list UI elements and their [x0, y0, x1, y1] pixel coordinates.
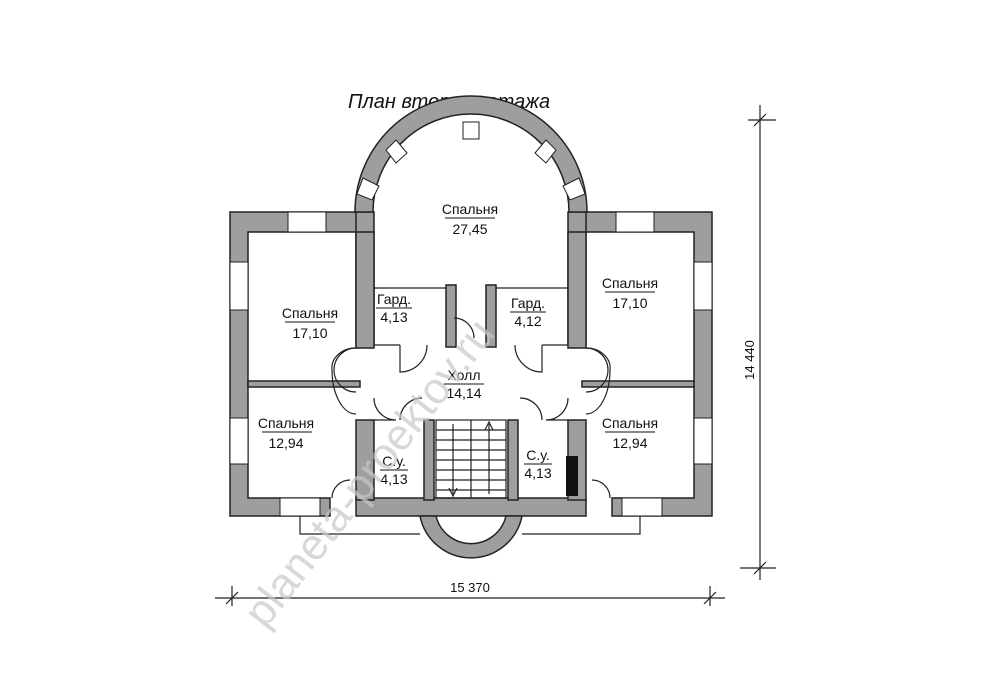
- room-name: Спальня: [282, 305, 338, 321]
- room-area: 4,13: [524, 465, 551, 481]
- vent-shaft: [566, 456, 578, 496]
- room-name: Гард.: [511, 295, 545, 311]
- room-wardrobe-right: Гард. 4,12: [510, 295, 546, 329]
- lower-central-wall: [355, 497, 587, 517]
- room-bedroom-right-lower: Спальня 12,94: [602, 415, 658, 451]
- dimension-height: [740, 105, 776, 580]
- room-area: 17,10: [292, 325, 327, 341]
- door-swings: [331, 317, 611, 499]
- right-wing-wall: [579, 211, 713, 517]
- room-bedroom-left-upper: Спальня 17,10: [282, 305, 338, 341]
- room-area: 12,94: [612, 435, 647, 451]
- hall-bulges: [331, 347, 611, 415]
- room-area: 4,13: [380, 471, 407, 487]
- stair-bay-wall: [419, 515, 523, 559]
- room-name: Спальня: [602, 275, 658, 291]
- wardrobe-outlines: [374, 287, 568, 346]
- room-labels: Спальня 27,45 Спальня 17,10 Спальня 17,1…: [258, 201, 658, 487]
- room-bedroom-right-upper: Спальня 17,10: [602, 275, 658, 311]
- room-name: Спальня: [442, 201, 498, 217]
- room-area: 27,45: [452, 221, 487, 237]
- room-bedroom-bay: Спальня 27,45: [442, 201, 498, 237]
- balconies: [299, 516, 641, 535]
- room-area: 12,94: [268, 435, 303, 451]
- room-bathroom-left: С.у. 4,13: [380, 453, 408, 487]
- outer-windows: [229, 211, 713, 517]
- width-dimension-label: 15 370: [450, 580, 490, 595]
- bay-arch-wall: [354, 95, 588, 213]
- room-bedroom-left-lower: Спальня 12,94: [258, 415, 314, 451]
- room-name: Холл: [448, 367, 481, 383]
- room-hall: Холл 14,14: [444, 367, 484, 401]
- room-wardrobe-left: Гард. 4,13: [376, 291, 412, 325]
- room-name: С.у.: [526, 447, 550, 463]
- room-name: Спальня: [602, 415, 658, 431]
- room-area: 4,12: [514, 313, 541, 329]
- height-dimension-label: 14 440: [742, 340, 757, 380]
- staircase: [435, 419, 507, 499]
- room-name: Гард.: [377, 291, 411, 307]
- room-area: 4,13: [380, 309, 407, 325]
- room-name: С.у.: [382, 453, 406, 469]
- room-area: 14,14: [446, 385, 481, 401]
- dimension-width: [215, 586, 725, 606]
- room-name: Спальня: [258, 415, 314, 431]
- room-area: 17,10: [612, 295, 647, 311]
- room-bathroom-right: С.у. 4,13: [524, 447, 552, 481]
- bay-windows: [356, 121, 586, 201]
